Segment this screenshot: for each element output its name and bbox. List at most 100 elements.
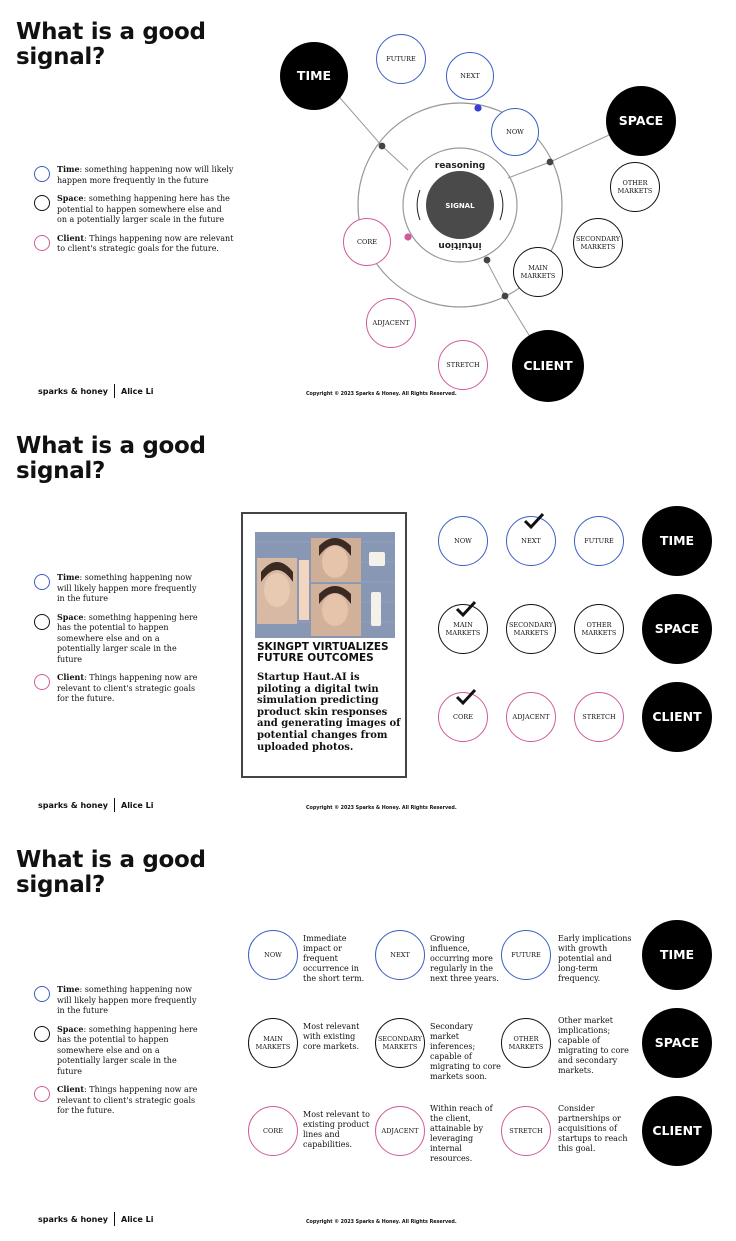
legend-text: : something happening now will likely ha… (57, 985, 197, 1015)
divider (114, 798, 115, 812)
adjacent-circle: ADJACENT (506, 692, 556, 742)
legend-space: Space: something happening here has the … (34, 193, 234, 226)
legend-time: Time: something happening now will likel… (34, 984, 204, 1017)
core-description: Most relevant to existing product lines … (303, 1110, 370, 1149)
legend-term: Time (57, 984, 80, 994)
blue-marker-dot (474, 104, 482, 112)
legend: Time: something happening now will likel… (34, 572, 204, 712)
adjacent-description: Within reach of the client, attainable b… (430, 1104, 493, 1163)
legend-client: Client: Things happening now are relevan… (34, 672, 204, 705)
inner-ring (402, 147, 518, 263)
legend-space: Space: something happening here has the … (34, 612, 204, 666)
signal-diagram: SIGNAL reasoning intuition (319, 74, 643, 367)
legend-time: Time: something happening now will likel… (34, 572, 204, 605)
legend: Time: something happening now will likel… (34, 164, 234, 262)
slide-signal-definitions: What is a good signal? Time: something h… (0, 828, 736, 1241)
other-markets-circle: OTHER MARKETS (610, 162, 660, 212)
copyright: Copyright © 2023 Sparks & Honey. All Rig… (306, 806, 457, 811)
secondary-markets-circle: SECONDARY MARKETS (375, 1018, 425, 1068)
client-inner-connector (485, 259, 506, 297)
time-inner-connector (381, 145, 409, 171)
next-circle: NEXT (375, 930, 425, 980)
legend-term: Space (57, 611, 84, 622)
legend-time: Time: something happening now will likel… (34, 164, 234, 186)
space-circle: SPACE (606, 86, 676, 156)
signal-label: SIGNAL (445, 202, 475, 210)
legend-term: Space (57, 1023, 84, 1034)
pink-marker-dot (404, 233, 412, 241)
stretch-description: Consider partnerships or acquisitions of… (558, 1104, 628, 1153)
legend-space: Space: something happening here has the … (34, 1024, 204, 1078)
next-circle: NEXT (446, 52, 494, 100)
secondary-markets-circle: SECONDARY MARKETS (506, 604, 556, 654)
legend-text: : something happening here has the poten… (57, 194, 230, 224)
footer-brand: sparks & honey Alice Li (38, 384, 153, 398)
time-dot-icon (34, 166, 50, 182)
legend-term: Client (57, 1084, 85, 1094)
legend-text: : something happening now will likely ha… (57, 165, 234, 185)
time-circle: TIME (642, 920, 712, 990)
page-title: What is a good signal? (16, 19, 206, 70)
next-description: Growing influence, occurring more regula… (430, 934, 499, 983)
check-icon (455, 688, 477, 706)
legend-term: Space (57, 193, 84, 203)
node-dot (483, 256, 491, 264)
check-icon (455, 600, 477, 618)
now-description: Immediate impact or frequent occurrence … (303, 934, 365, 983)
space-circle: SPACE (642, 594, 712, 664)
legend-text: : something happening here has the poten… (57, 1024, 198, 1076)
main-markets-circle: MAIN MARKETS (248, 1018, 298, 1068)
space-circle: SPACE (642, 1008, 712, 1078)
author: Alice Li (121, 386, 154, 396)
right-arrow-arc (499, 189, 504, 221)
other-markets-circle: OTHER MARKETS (501, 1018, 551, 1068)
footer-brand: sparks & honey Alice Li (38, 798, 153, 812)
signal-core (426, 171, 494, 239)
card-headline: SKINGPT VIRTUALIZES FUTURE OUTCOMES (257, 641, 389, 664)
card-body: Startup Haut.AI is piloting a digital tw… (257, 672, 401, 753)
core-circle: CORE (248, 1106, 298, 1156)
time-circle: TIME (642, 506, 712, 576)
outer-ring (357, 102, 563, 308)
next-circle: NEXT (506, 516, 556, 566)
page-title: What is a good signal? (16, 433, 206, 484)
node-dot (378, 142, 386, 150)
legend-term: Time (57, 164, 80, 174)
time-dot-icon (34, 574, 50, 590)
secondary-markets-circle: SECONDARY MARKETS (573, 218, 623, 268)
client-circle: CLIENT (512, 330, 584, 402)
author: Alice Li (121, 800, 154, 810)
stretch-circle: STRETCH (574, 692, 624, 742)
legend-client: Client: Things happening now are relevan… (34, 233, 234, 255)
legend: Time: something happening now will likel… (34, 984, 204, 1124)
node-dot (501, 292, 509, 300)
time-dot-icon (34, 986, 50, 1002)
face-collage-image (255, 532, 395, 638)
slide-example-signal: What is a good signal? Time: something h… (0, 414, 736, 828)
now-circle: NOW (491, 108, 539, 156)
legend-term: Client (57, 232, 85, 243)
space-dot-icon (34, 1025, 50, 1042)
main-markets-circle: MAIN MARKETS (438, 604, 488, 654)
brand-logo: sparks & honey (38, 800, 108, 810)
adjacent-circle: ADJACENT (375, 1106, 425, 1156)
stretch-circle: STRETCH (438, 340, 488, 390)
brand-logo: sparks & honey (38, 386, 108, 396)
legend-text: : Things happening now are relevant to c… (57, 673, 198, 703)
legend-term: Client (57, 672, 85, 682)
legend-term: Time (57, 572, 80, 582)
divider (114, 1212, 115, 1226)
legend-client: Client: Things happening now are relevan… (34, 1084, 204, 1117)
core-circle: CORE (438, 692, 488, 742)
future-circle: FUTURE (376, 34, 426, 84)
page-title: What is a good signal? (16, 847, 206, 898)
signal-photo (255, 532, 395, 638)
space-inner-connector (507, 161, 551, 179)
main-markets-circle: MAIN MARKETS (513, 247, 563, 297)
client-dot-icon (34, 1086, 50, 1102)
reasoning-label: reasoning (435, 161, 486, 171)
client-dot-icon (34, 674, 50, 690)
time-circle: TIME (280, 42, 348, 110)
node-dot (546, 158, 554, 166)
